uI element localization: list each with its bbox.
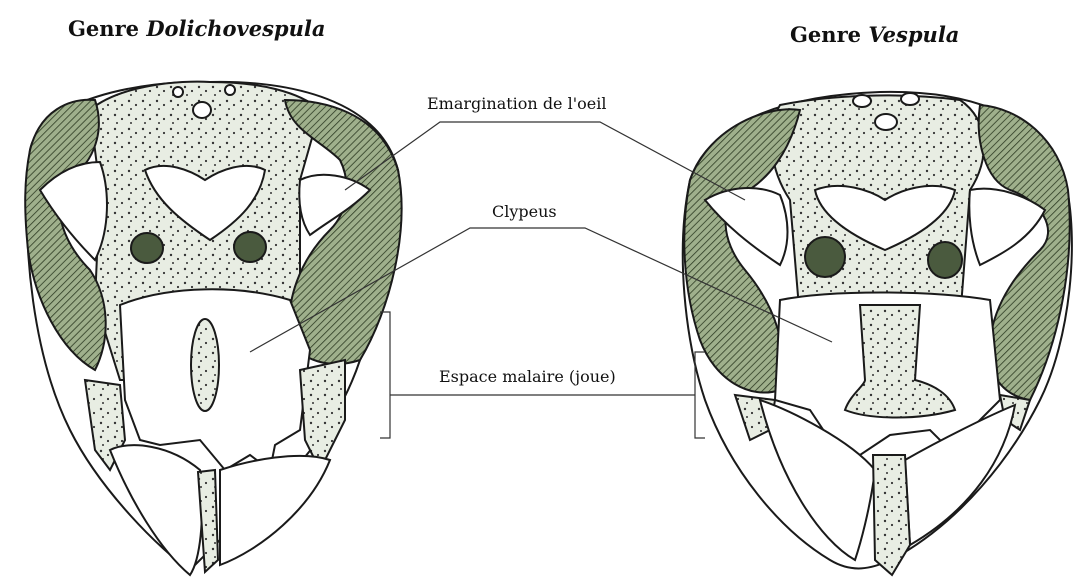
ocellus-right-3 (875, 114, 897, 130)
clypeus-mark-left (191, 319, 219, 411)
ocellus-left-1 (173, 87, 183, 97)
head-dolichovespula (25, 82, 401, 575)
ocellus-left-2 (225, 85, 235, 95)
label-malar-space: Espace malaire (joue) (437, 367, 618, 386)
ocellus-left-3 (193, 102, 211, 118)
mandible-left-1 (110, 445, 202, 575)
ocellus-right-2 (901, 93, 919, 105)
head-vespula (683, 92, 1072, 575)
antenna-socket-right-1 (805, 237, 845, 277)
antenna-socket-right-2 (928, 242, 962, 278)
label-eye-emargination: Emargination de l'oeil (425, 94, 608, 113)
labrum-right (873, 455, 910, 575)
label-clypeus: Clypeus (490, 202, 559, 221)
antenna-socket-left-1 (131, 233, 163, 263)
ocellus-right-1 (853, 95, 871, 107)
mandible-right-1 (220, 456, 330, 565)
antenna-socket-left-2 (234, 232, 266, 262)
bracket-malar-left (380, 312, 390, 438)
